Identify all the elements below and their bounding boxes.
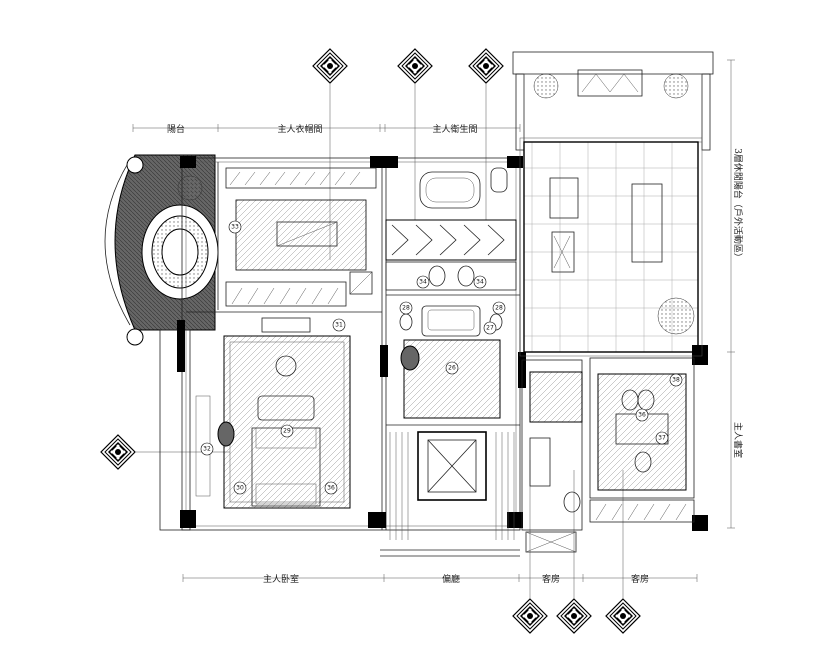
master-bedroom-room [195,317,351,509]
tag-bubble: 34 [473,275,487,289]
label-outdoor-terrace: 3層休閒陽台（戶外活動區） [732,148,744,262]
study-room [589,357,695,523]
tag-bubble: 38 [669,373,683,387]
label-guest-room-1: 客房 [542,573,560,585]
label-side-hall: 偏廳 [442,573,460,585]
svg-text:32: 32 [203,446,211,453]
svg-text:27: 27 [486,325,494,332]
svg-text:37: 37 [658,435,666,442]
svg-text:34: 34 [419,279,427,286]
tag-bubble: 30 [233,481,247,495]
svg-text:29: 29 [283,428,291,435]
svg-text:36: 36 [638,412,646,419]
label-master-closet: 主人衣帽間 [277,123,322,135]
svg-text:33: 33 [231,224,239,231]
section-marker-icon [556,598,592,634]
master-closet-room [225,167,377,307]
label-master-bath: 主人衛生間 [432,123,477,135]
tag-bubble: 29 [280,424,294,438]
svg-text:26: 26 [448,365,456,372]
tag-bubble: 32 [200,442,214,456]
top-dimension-line [132,124,521,132]
section-marker-icon [312,48,348,84]
section-marker-icon [100,434,136,470]
tag-bubble: 33 [228,220,242,234]
sitting-room [399,305,503,419]
right-dimension-line [727,59,735,529]
tag-bubble: 28 [492,301,506,315]
tag-bubble: 31 [332,318,346,332]
master-bath-room [385,167,517,291]
bottom-dimension-line [182,574,698,582]
section-marker-icon [468,48,504,84]
label-master-study: 主人書室 [732,422,744,458]
tag-bubble: 34 [416,275,430,289]
svg-text:38: 38 [672,377,680,384]
tag-bubble: 27 [483,321,497,335]
svg-text:34: 34 [476,279,484,286]
tag-bubble: 26 [445,361,459,375]
label-master-bedroom: 主人卧室 [263,573,299,585]
tag-bubble: 28 [399,301,413,315]
section-marker-icon [512,598,548,634]
tag-bubble: 36 [324,481,338,495]
section-marker-icon [605,598,641,634]
svg-text:28: 28 [495,305,503,312]
balcony-area [104,154,219,346]
label-guest-room-2: 客房 [631,573,649,585]
label-balcony: 陽台 [167,123,185,135]
svg-text:30: 30 [236,485,244,492]
section-marker-icon [397,48,433,84]
svg-text:36: 36 [327,485,335,492]
guest-bath [521,359,583,553]
svg-text:28: 28 [402,305,410,312]
side-hall-stairs [380,431,520,557]
svg-text:31: 31 [335,322,343,329]
tag-bubble: 37 [655,431,669,445]
outdoor-terrace-area [512,51,714,357]
tag-bubble: 36 [635,408,649,422]
